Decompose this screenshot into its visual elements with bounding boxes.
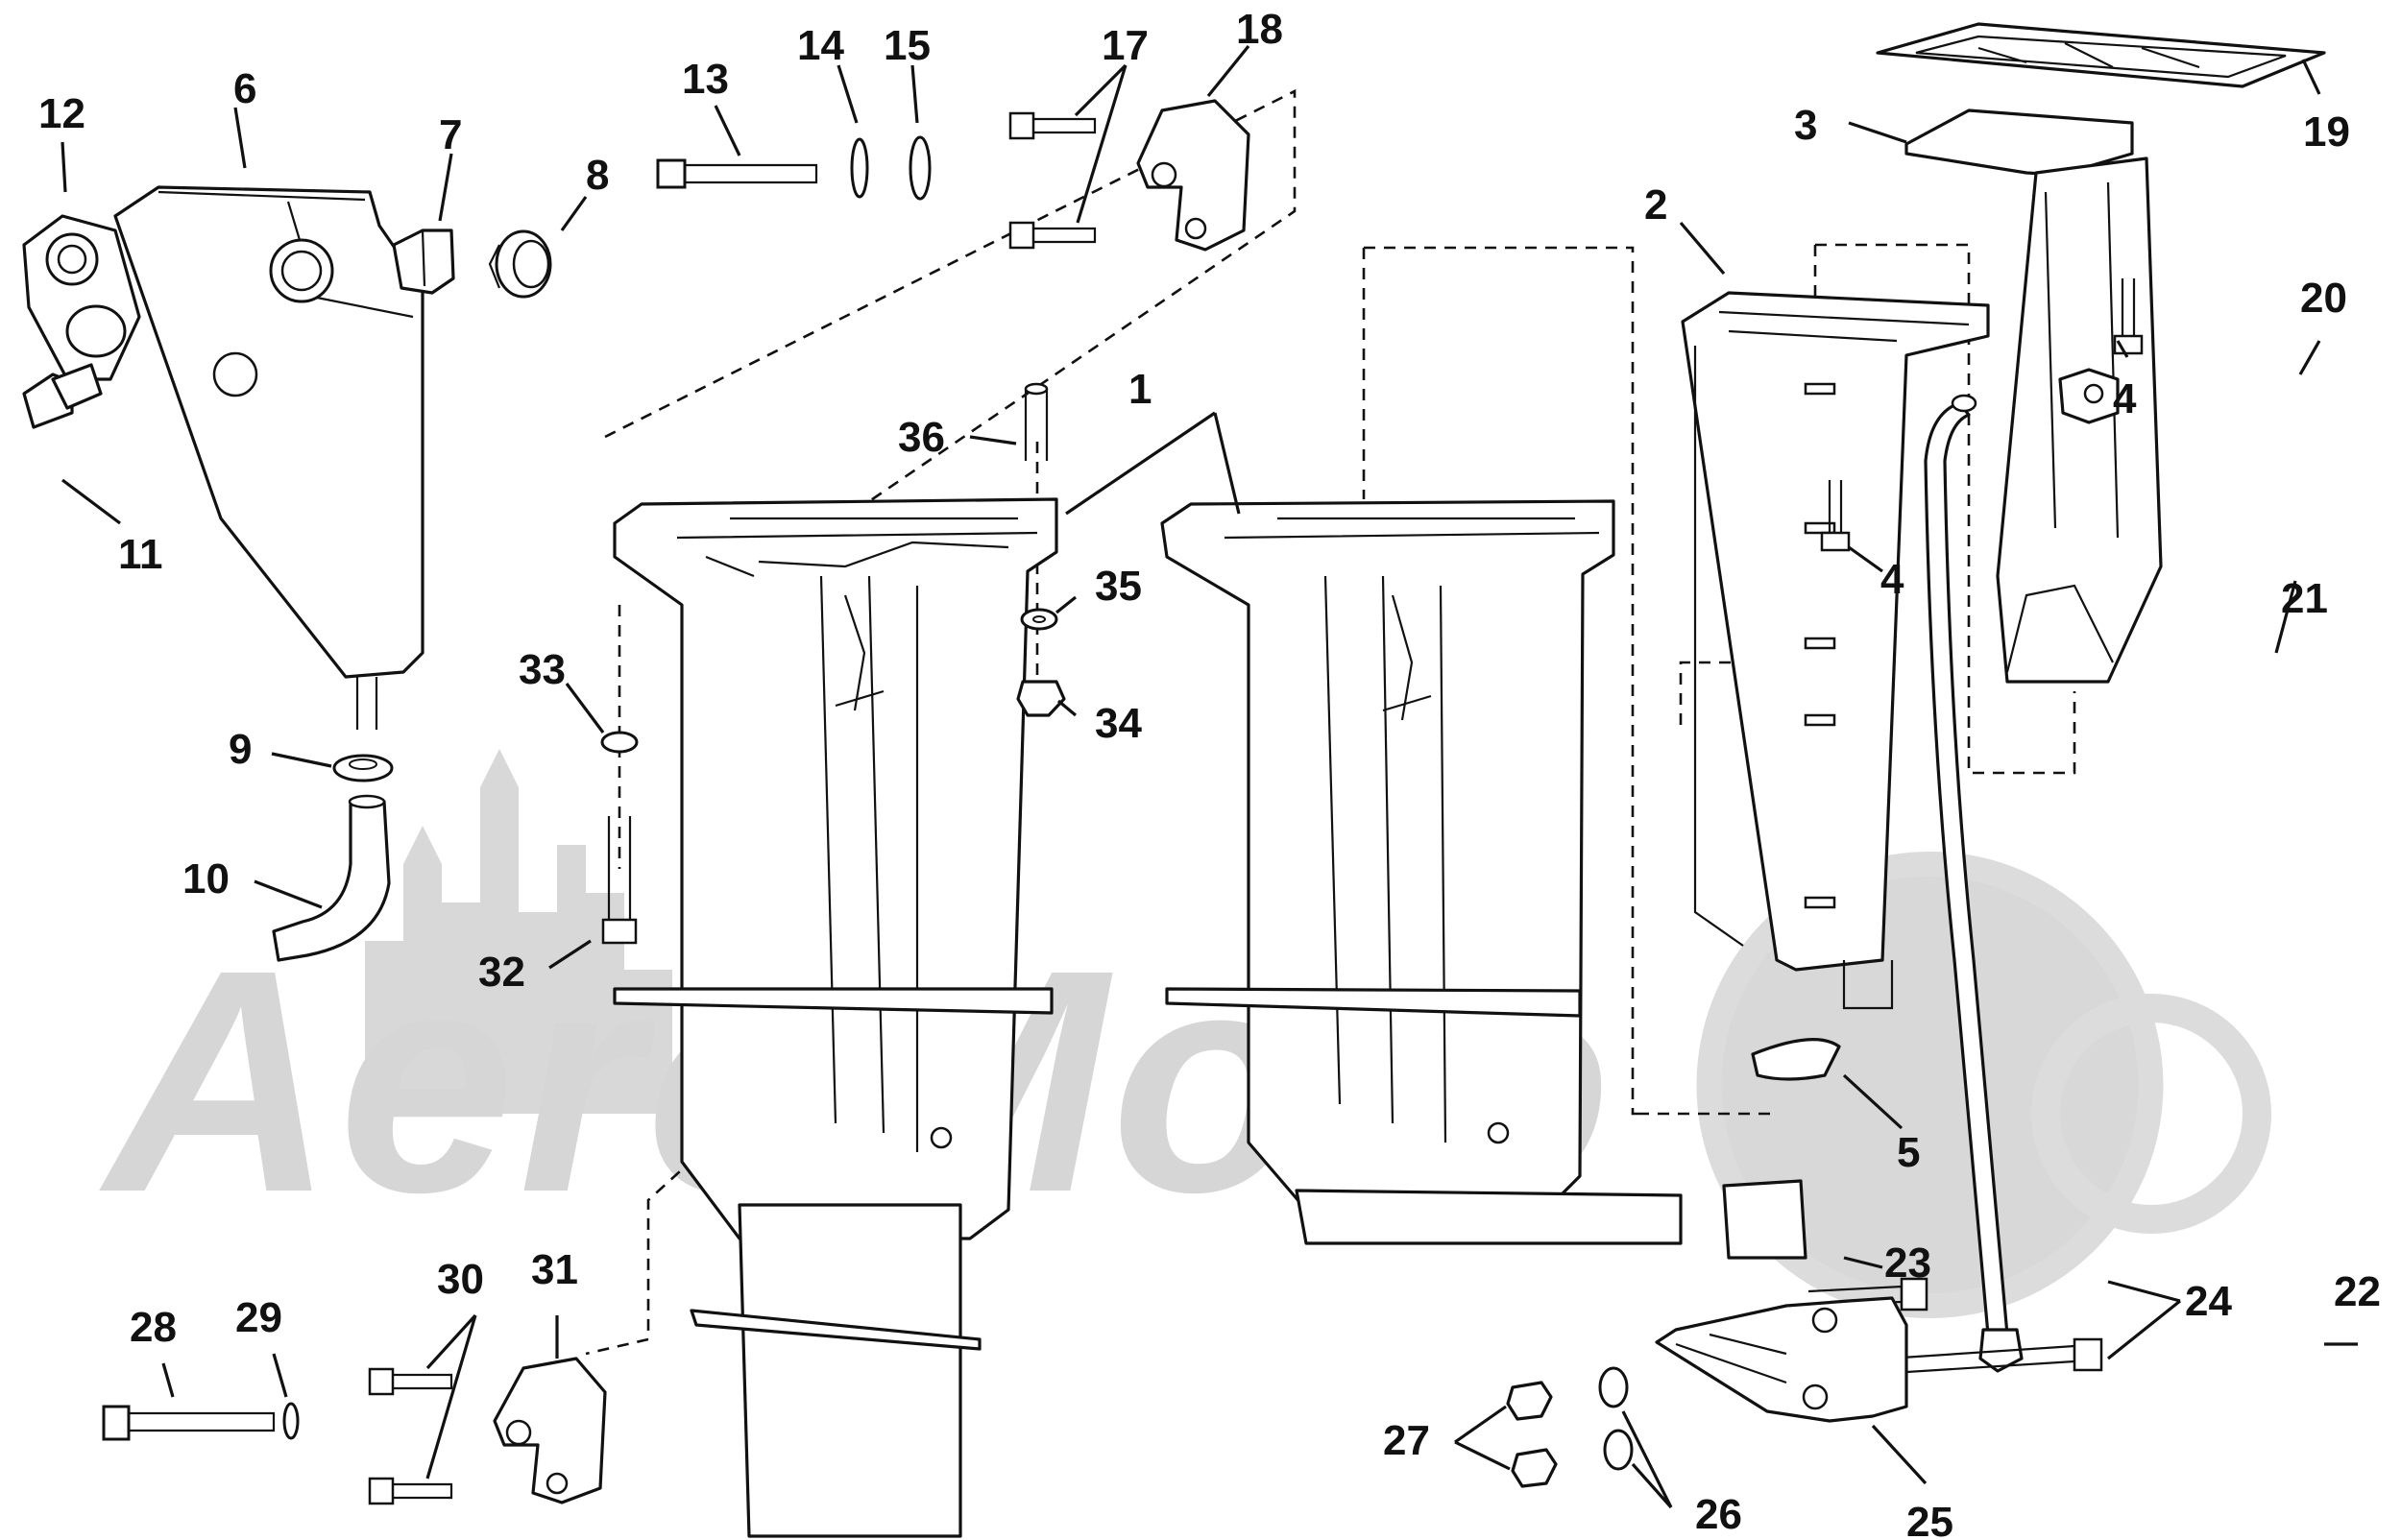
callout-22: 22 bbox=[2334, 1268, 2381, 1315]
callout-29: 29 bbox=[235, 1294, 282, 1341]
nuts-27 bbox=[1506, 1381, 1558, 1488]
bolts-24 bbox=[1807, 1277, 2103, 1380]
clip-20 bbox=[2058, 368, 2120, 424]
grommet-8 bbox=[488, 229, 552, 299]
callout-6: 6 bbox=[233, 65, 256, 112]
watermark: AeroMoto bbox=[96, 749, 2271, 1318]
callout-18: 18 bbox=[1236, 6, 1283, 53]
fitting-11 bbox=[22, 363, 103, 429]
callout-25: 25 bbox=[1906, 1499, 1953, 1540]
washers-26 bbox=[1598, 1366, 1634, 1471]
seal-5 bbox=[1751, 1038, 1841, 1081]
callout-10: 10 bbox=[182, 855, 230, 902]
callout-20: 20 bbox=[2300, 275, 2347, 322]
stud-36 bbox=[1024, 382, 1049, 461]
callout-7: 7 bbox=[439, 111, 462, 158]
callout-19: 19 bbox=[2303, 108, 2350, 156]
filler-cap-12 bbox=[22, 214, 141, 381]
washer-35 bbox=[1020, 608, 1058, 631]
bolts-17 bbox=[1008, 111, 1097, 250]
callout-numbers: 1 2 3 4 4 5 6 7 8 9 10 11 12 13 14 15 17… bbox=[38, 6, 2381, 1540]
midsection-housing-1-right bbox=[1160, 499, 1683, 1245]
bolt-32 bbox=[601, 816, 638, 945]
callout-35: 35 bbox=[1095, 563, 1142, 610]
block-23 bbox=[1722, 1179, 1807, 1260]
washer-29 bbox=[282, 1402, 300, 1440]
callout-2: 2 bbox=[1644, 181, 1667, 229]
callout-17: 17 bbox=[1102, 22, 1149, 69]
bolt-13 bbox=[656, 158, 818, 189]
grommet-9 bbox=[332, 754, 394, 782]
washer-33 bbox=[600, 731, 639, 754]
callout-14: 14 bbox=[797, 22, 844, 69]
washer-15 bbox=[909, 135, 932, 201]
callout-24: 24 bbox=[2185, 1278, 2232, 1325]
callout-12: 12 bbox=[38, 90, 85, 137]
callout-5: 5 bbox=[1897, 1129, 1920, 1176]
callout-28: 28 bbox=[130, 1304, 177, 1351]
callout-4: 4 bbox=[2113, 375, 2137, 422]
exhaust-housing-2 bbox=[1681, 291, 1990, 1010]
callout-4: 4 bbox=[1880, 556, 1904, 603]
callout-30: 30 bbox=[437, 1256, 484, 1303]
bolts-30 bbox=[368, 1367, 453, 1505]
callout-1: 1 bbox=[1128, 366, 1152, 413]
callout-32: 32 bbox=[478, 949, 525, 996]
callout-3: 3 bbox=[1794, 102, 1817, 149]
callout-27: 27 bbox=[1383, 1417, 1430, 1464]
washer-14 bbox=[850, 137, 869, 199]
callout-26: 26 bbox=[1695, 1491, 1742, 1538]
callout-8: 8 bbox=[586, 152, 609, 199]
nut-34 bbox=[1016, 680, 1066, 717]
callout-21: 21 bbox=[2281, 575, 2328, 622]
callout-9: 9 bbox=[229, 726, 252, 773]
callout-36: 36 bbox=[898, 414, 945, 461]
callout-23: 23 bbox=[1884, 1239, 1931, 1287]
bolt-28 bbox=[102, 1405, 276, 1441]
callout-11: 11 bbox=[118, 531, 163, 578]
hose-10 bbox=[272, 794, 391, 962]
callout-33: 33 bbox=[519, 646, 566, 693]
cap-7 bbox=[392, 229, 455, 295]
lower-mount-25 bbox=[1655, 1296, 1908, 1423]
mount-31 bbox=[493, 1357, 607, 1504]
callout-31: 31 bbox=[531, 1246, 578, 1293]
callout-34: 34 bbox=[1095, 700, 1142, 747]
reservoir-tank-6 bbox=[113, 185, 424, 730]
callout-15: 15 bbox=[884, 22, 931, 69]
mount-18 bbox=[1136, 99, 1250, 252]
callout-13: 13 bbox=[682, 56, 729, 103]
leader-lines bbox=[61, 44, 2358, 1509]
midsection-housing-1-left bbox=[613, 497, 1058, 1538]
gasket-19 bbox=[1876, 22, 2326, 88]
